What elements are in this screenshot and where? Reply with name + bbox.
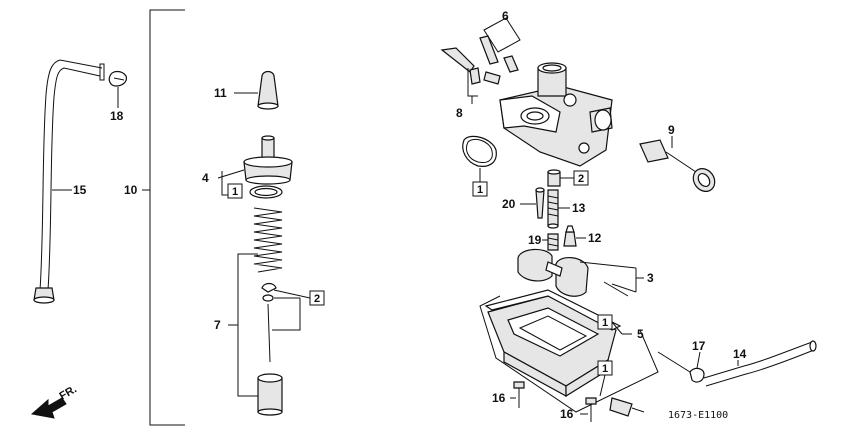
carburetor-top-4 — [243, 135, 293, 185]
screw-set-8 — [440, 47, 501, 85]
tube-clip-18 — [108, 70, 127, 108]
ref-box-1-drain-label: 1 — [602, 363, 608, 375]
callout-18: 18 — [110, 109, 124, 123]
callout-10: 10 — [124, 183, 138, 197]
ref-box-2-needle-label: 2 — [314, 293, 320, 305]
callout-9: 9 — [668, 123, 675, 137]
callout-13: 13 — [572, 201, 586, 215]
drain-tube-14 — [703, 340, 817, 387]
screw-16-left — [513, 381, 525, 408]
callout-5: 5 — [637, 327, 644, 341]
callout-20: 20 — [502, 197, 516, 211]
throttle-spring — [253, 207, 283, 273]
ref-box-1-chamber-label: 1 — [602, 317, 608, 329]
callout-7: 7 — [214, 318, 221, 332]
o-ring-gasket — [462, 135, 497, 167]
rubber-cap-11 — [257, 70, 279, 110]
fuel-tube-15 — [33, 59, 105, 304]
ref-box-1-gasket — [472, 181, 488, 197]
callout-6: 6 — [502, 9, 509, 23]
needle-jet-holder-2 — [547, 169, 561, 187]
callout-14: 14 — [733, 347, 747, 361]
ref-box-2-jet-label: 2 — [578, 173, 584, 185]
ref-box-1-top — [227, 183, 243, 199]
callout-16-left: 16 — [492, 391, 506, 405]
o-ring-top — [249, 185, 283, 199]
figure-code: 1673-E1100 — [668, 410, 728, 421]
callout-12: 12 — [588, 231, 602, 245]
direction-label: FR. — [58, 383, 79, 402]
needle-clip-assy — [261, 282, 311, 363]
jet-19 — [547, 233, 559, 251]
callout-3: 3 — [647, 271, 654, 285]
callout-17: 17 — [692, 339, 706, 353]
callout-15: 15 — [73, 183, 87, 197]
drain-screw — [609, 397, 645, 417]
float-valve-12 — [563, 225, 577, 247]
callout-8: 8 — [456, 106, 463, 120]
front-direction-arrow-icon — [30, 397, 67, 419]
ref-box-2-needle — [309, 290, 325, 306]
screw-set-6 — [479, 35, 519, 73]
starter-valve-9 — [639, 139, 716, 192]
float-chamber-5 — [484, 289, 622, 398]
throttle-valve — [257, 373, 283, 416]
callout-16-right: 16 — [560, 407, 574, 421]
float-3 — [517, 248, 629, 297]
ref-box-2-jet — [573, 170, 589, 186]
callout-4: 4 — [202, 171, 209, 185]
callout-19: 19 — [528, 233, 542, 247]
callout-11: 11 — [214, 86, 227, 100]
ref-box-1-top-label: 1 — [232, 186, 238, 198]
screw-16-right — [585, 397, 597, 422]
tube-clip-17 — [689, 367, 705, 383]
group-10-bracket — [149, 9, 185, 426]
slow-jet-20 — [535, 187, 545, 219]
ref-box-1-gasket-label: 1 — [477, 184, 483, 196]
carburetor-body — [499, 62, 613, 167]
main-jet-13 — [547, 189, 559, 229]
